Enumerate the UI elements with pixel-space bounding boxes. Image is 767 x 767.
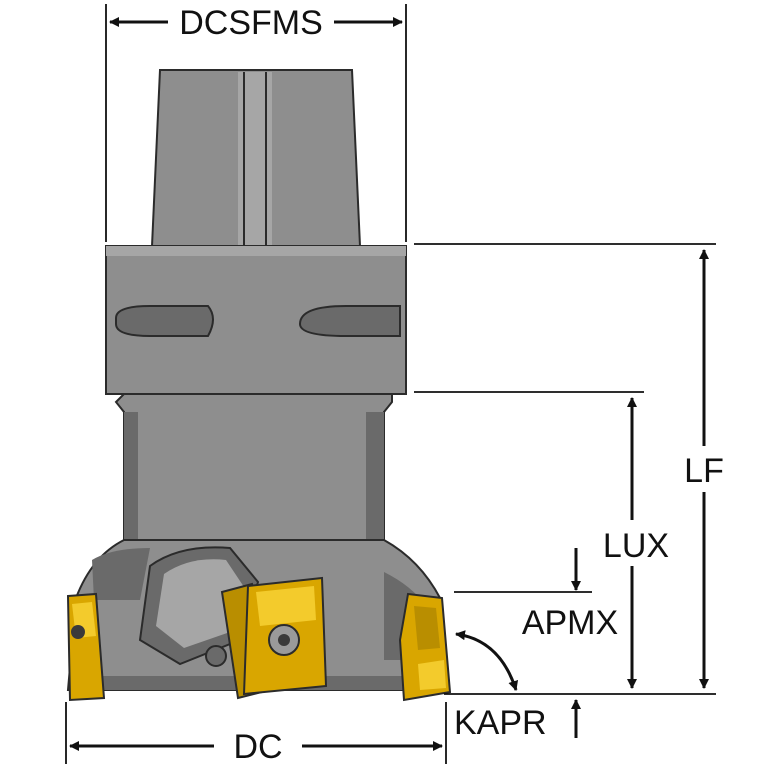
flange	[105, 245, 407, 395]
label-apmx: APMX	[522, 604, 618, 642]
label-dc: DC	[233, 728, 282, 766]
dimension-lf: LF	[414, 243, 732, 689]
insert-right	[398, 592, 452, 702]
dimension-kapr: KAPR	[454, 630, 581, 742]
coolant-hole	[205, 645, 227, 667]
label-lf: LF	[684, 452, 724, 490]
dimension-apmx: APMX	[454, 548, 618, 642]
label-kapr: KAPR	[454, 704, 547, 742]
dimension-dc: DC	[65, 702, 447, 766]
milling-cutter-body	[66, 69, 452, 702]
drive-slot-right	[298, 305, 401, 337]
label-dcsfms: DCSFMS	[179, 4, 323, 42]
label-lux: LUX	[603, 527, 669, 565]
dimension-lux: LUX	[414, 391, 680, 689]
shank	[150, 69, 362, 247]
insert-center	[220, 576, 328, 700]
dimension-dcsfms: DCSFMS	[105, 4, 407, 242]
insert-left	[66, 592, 106, 702]
neck	[114, 393, 393, 541]
chip-pocket-left	[92, 548, 150, 600]
drive-slot-left	[115, 305, 214, 337]
